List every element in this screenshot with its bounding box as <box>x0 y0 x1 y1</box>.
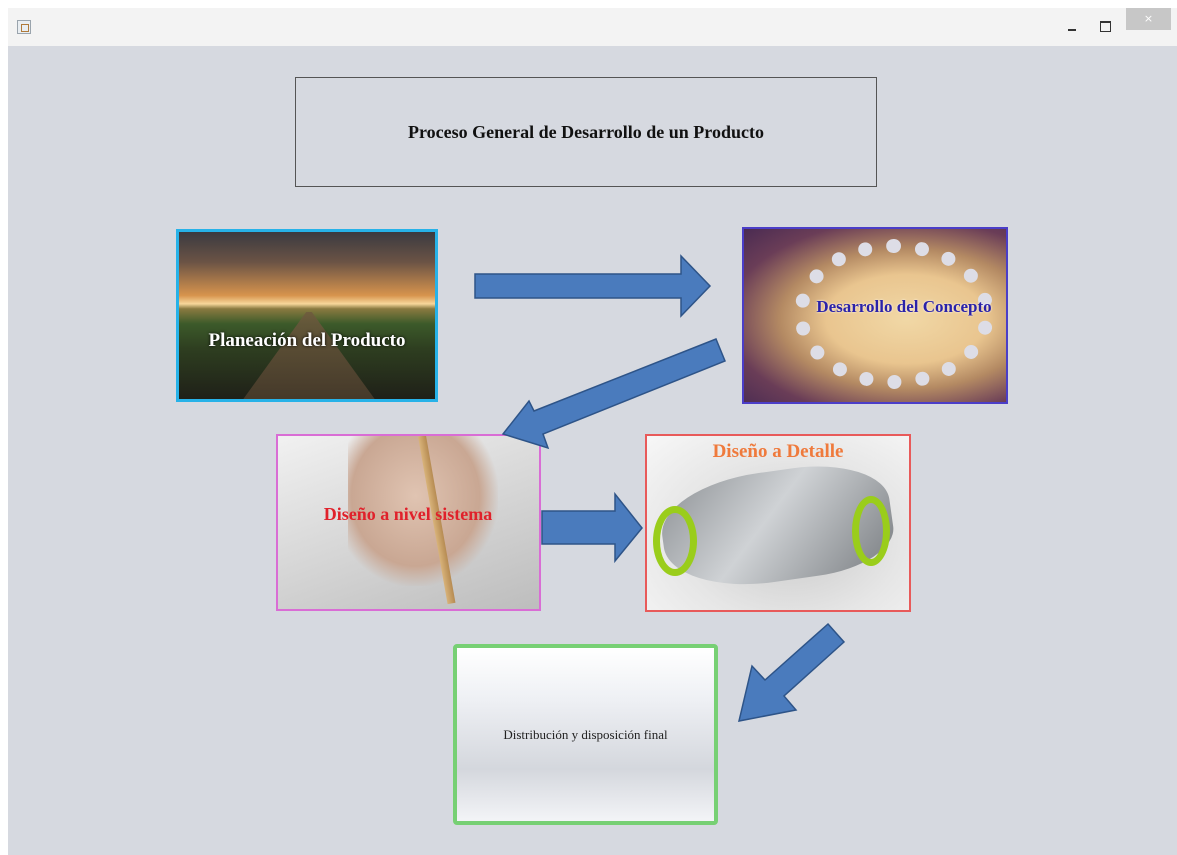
stage-sistema-card[interactable]: Diseño a nivel sistema <box>276 434 541 611</box>
stage-detalle-card[interactable]: Diseño a Detalle <box>645 434 911 612</box>
stage-distribucion-button[interactable]: Distribución y disposición final <box>453 644 718 825</box>
car-wheel-image <box>852 496 890 566</box>
arrow-down-left-icon <box>501 338 726 450</box>
car-wheel-image <box>653 506 697 576</box>
title-bar[interactable]: × <box>8 8 1177 46</box>
stage-planeacion-card[interactable]: Planeación del Producto <box>176 229 438 402</box>
arrow-right-icon <box>474 254 712 318</box>
process-title: Proceso General de Desarrollo de un Prod… <box>295 77 877 187</box>
app-window: × Proceso General de Desarrollo de un Pr… <box>8 8 1177 855</box>
main-panel: Proceso General de Desarrollo de un Prod… <box>8 46 1177 855</box>
road-image <box>239 312 379 399</box>
stage-label: Planeación del Producto <box>208 330 406 351</box>
maximize-button[interactable] <box>1091 16 1119 38</box>
java-app-icon <box>17 20 31 34</box>
stage-label: Diseño a nivel sistema <box>323 504 493 524</box>
stage-concepto-card[interactable]: Desarrollo del Concepto <box>742 227 1008 404</box>
stage-label: Desarrollo del Concepto <box>816 297 992 316</box>
arrow-right-icon <box>541 491 643 564</box>
arrow-down-left-icon <box>738 622 846 722</box>
stage-label: Diseño a Detalle <box>712 441 844 462</box>
minimize-button[interactable] <box>1058 16 1086 38</box>
close-button[interactable]: × <box>1126 8 1171 30</box>
stage-label: Distribución y disposición final <box>503 726 668 742</box>
